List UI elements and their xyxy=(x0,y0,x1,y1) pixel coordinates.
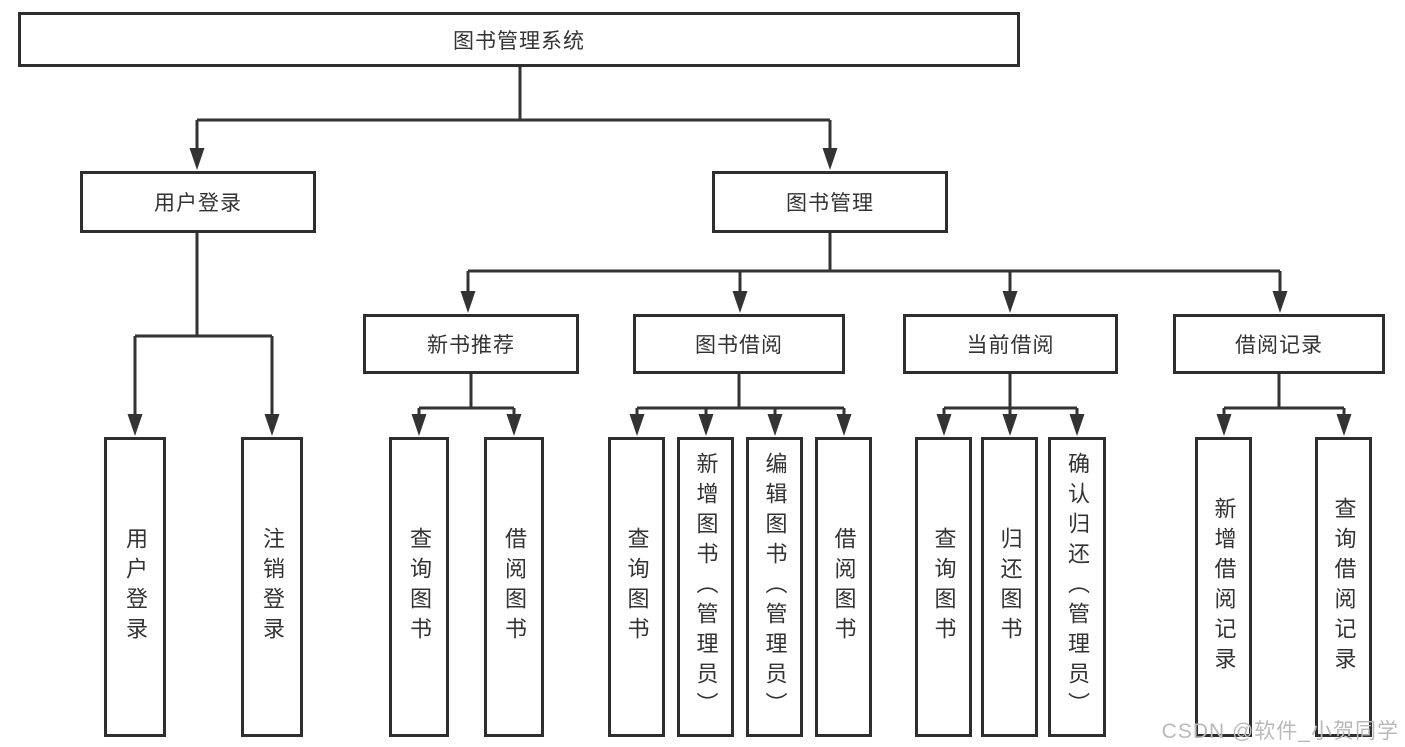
leaf-query-books-borrow: 查询图书 xyxy=(608,437,665,737)
leaf-user-login-label: 用户登录 xyxy=(123,527,148,647)
leaf-borrow-books-borrow-label: 借阅图书 xyxy=(831,527,857,647)
leaf-borrow-books-newrec: 借阅图书 xyxy=(484,437,544,737)
leaf-edit-books-admin-label: 编辑图书（管理员） xyxy=(762,452,788,722)
node-new-book-recommend-label: 新书推荐 xyxy=(427,334,515,357)
leaf-query-books-current-label: 查询图书 xyxy=(931,527,957,647)
leaf-confirm-return-admin-label: 确认归还（管理员） xyxy=(1065,452,1090,722)
leaf-add-borrow-record-label: 新增借阅记录 xyxy=(1211,497,1237,677)
leaf-logout-label: 注销登录 xyxy=(260,527,285,647)
leaf-add-books-admin: 新增图书（管理员） xyxy=(677,437,734,737)
leaf-add-borrow-record: 新增借阅记录 xyxy=(1195,437,1252,737)
leaf-query-books-newrec: 查询图书 xyxy=(389,437,449,737)
node-book-management-label: 图书管理 xyxy=(786,192,874,215)
leaf-edit-books-admin: 编辑图书（管理员） xyxy=(746,437,803,737)
leaf-add-books-admin-label: 新增图书（管理员） xyxy=(693,452,719,722)
node-user-login: 用户登录 xyxy=(80,171,316,233)
leaf-user-login: 用户登录 xyxy=(104,437,166,737)
node-book-management: 图书管理 xyxy=(712,171,948,233)
node-current-borrowing: 当前借阅 xyxy=(903,314,1118,374)
leaf-query-books-current: 查询图书 xyxy=(915,437,972,737)
node-borrowing-records: 借阅记录 xyxy=(1173,314,1385,374)
node-user-login-label: 用户登录 xyxy=(154,192,242,215)
node-book-borrowing: 图书借阅 xyxy=(633,314,845,374)
node-borrowing-records-label: 借阅记录 xyxy=(1235,334,1323,357)
leaf-return-books-label: 归还图书 xyxy=(997,527,1023,647)
leaf-borrow-books-newrec-label: 借阅图书 xyxy=(502,527,527,647)
leaf-query-borrow-record: 查询借阅记录 xyxy=(1315,437,1372,737)
node-book-borrowing-label: 图书借阅 xyxy=(695,334,783,357)
leaf-return-books: 归还图书 xyxy=(981,437,1038,737)
node-new-book-recommend: 新书推荐 xyxy=(363,314,579,374)
leaf-confirm-return-admin: 确认归还（管理员） xyxy=(1048,437,1106,737)
leaf-borrow-books-borrow: 借阅图书 xyxy=(815,437,872,737)
csdn-watermark: CSDN @软件_小贺同学 xyxy=(1161,720,1399,743)
leaf-query-books-newrec-label: 查询图书 xyxy=(407,527,432,647)
node-current-borrowing-label: 当前借阅 xyxy=(966,334,1055,357)
leaf-logout: 注销登录 xyxy=(241,437,303,737)
node-root-label: 图书管理系统 xyxy=(453,29,585,53)
leaf-query-books-borrow-label: 查询图书 xyxy=(624,527,650,647)
node-root: 图书管理系统 xyxy=(18,12,1020,67)
leaf-query-borrow-record-label: 查询借阅记录 xyxy=(1331,497,1357,677)
